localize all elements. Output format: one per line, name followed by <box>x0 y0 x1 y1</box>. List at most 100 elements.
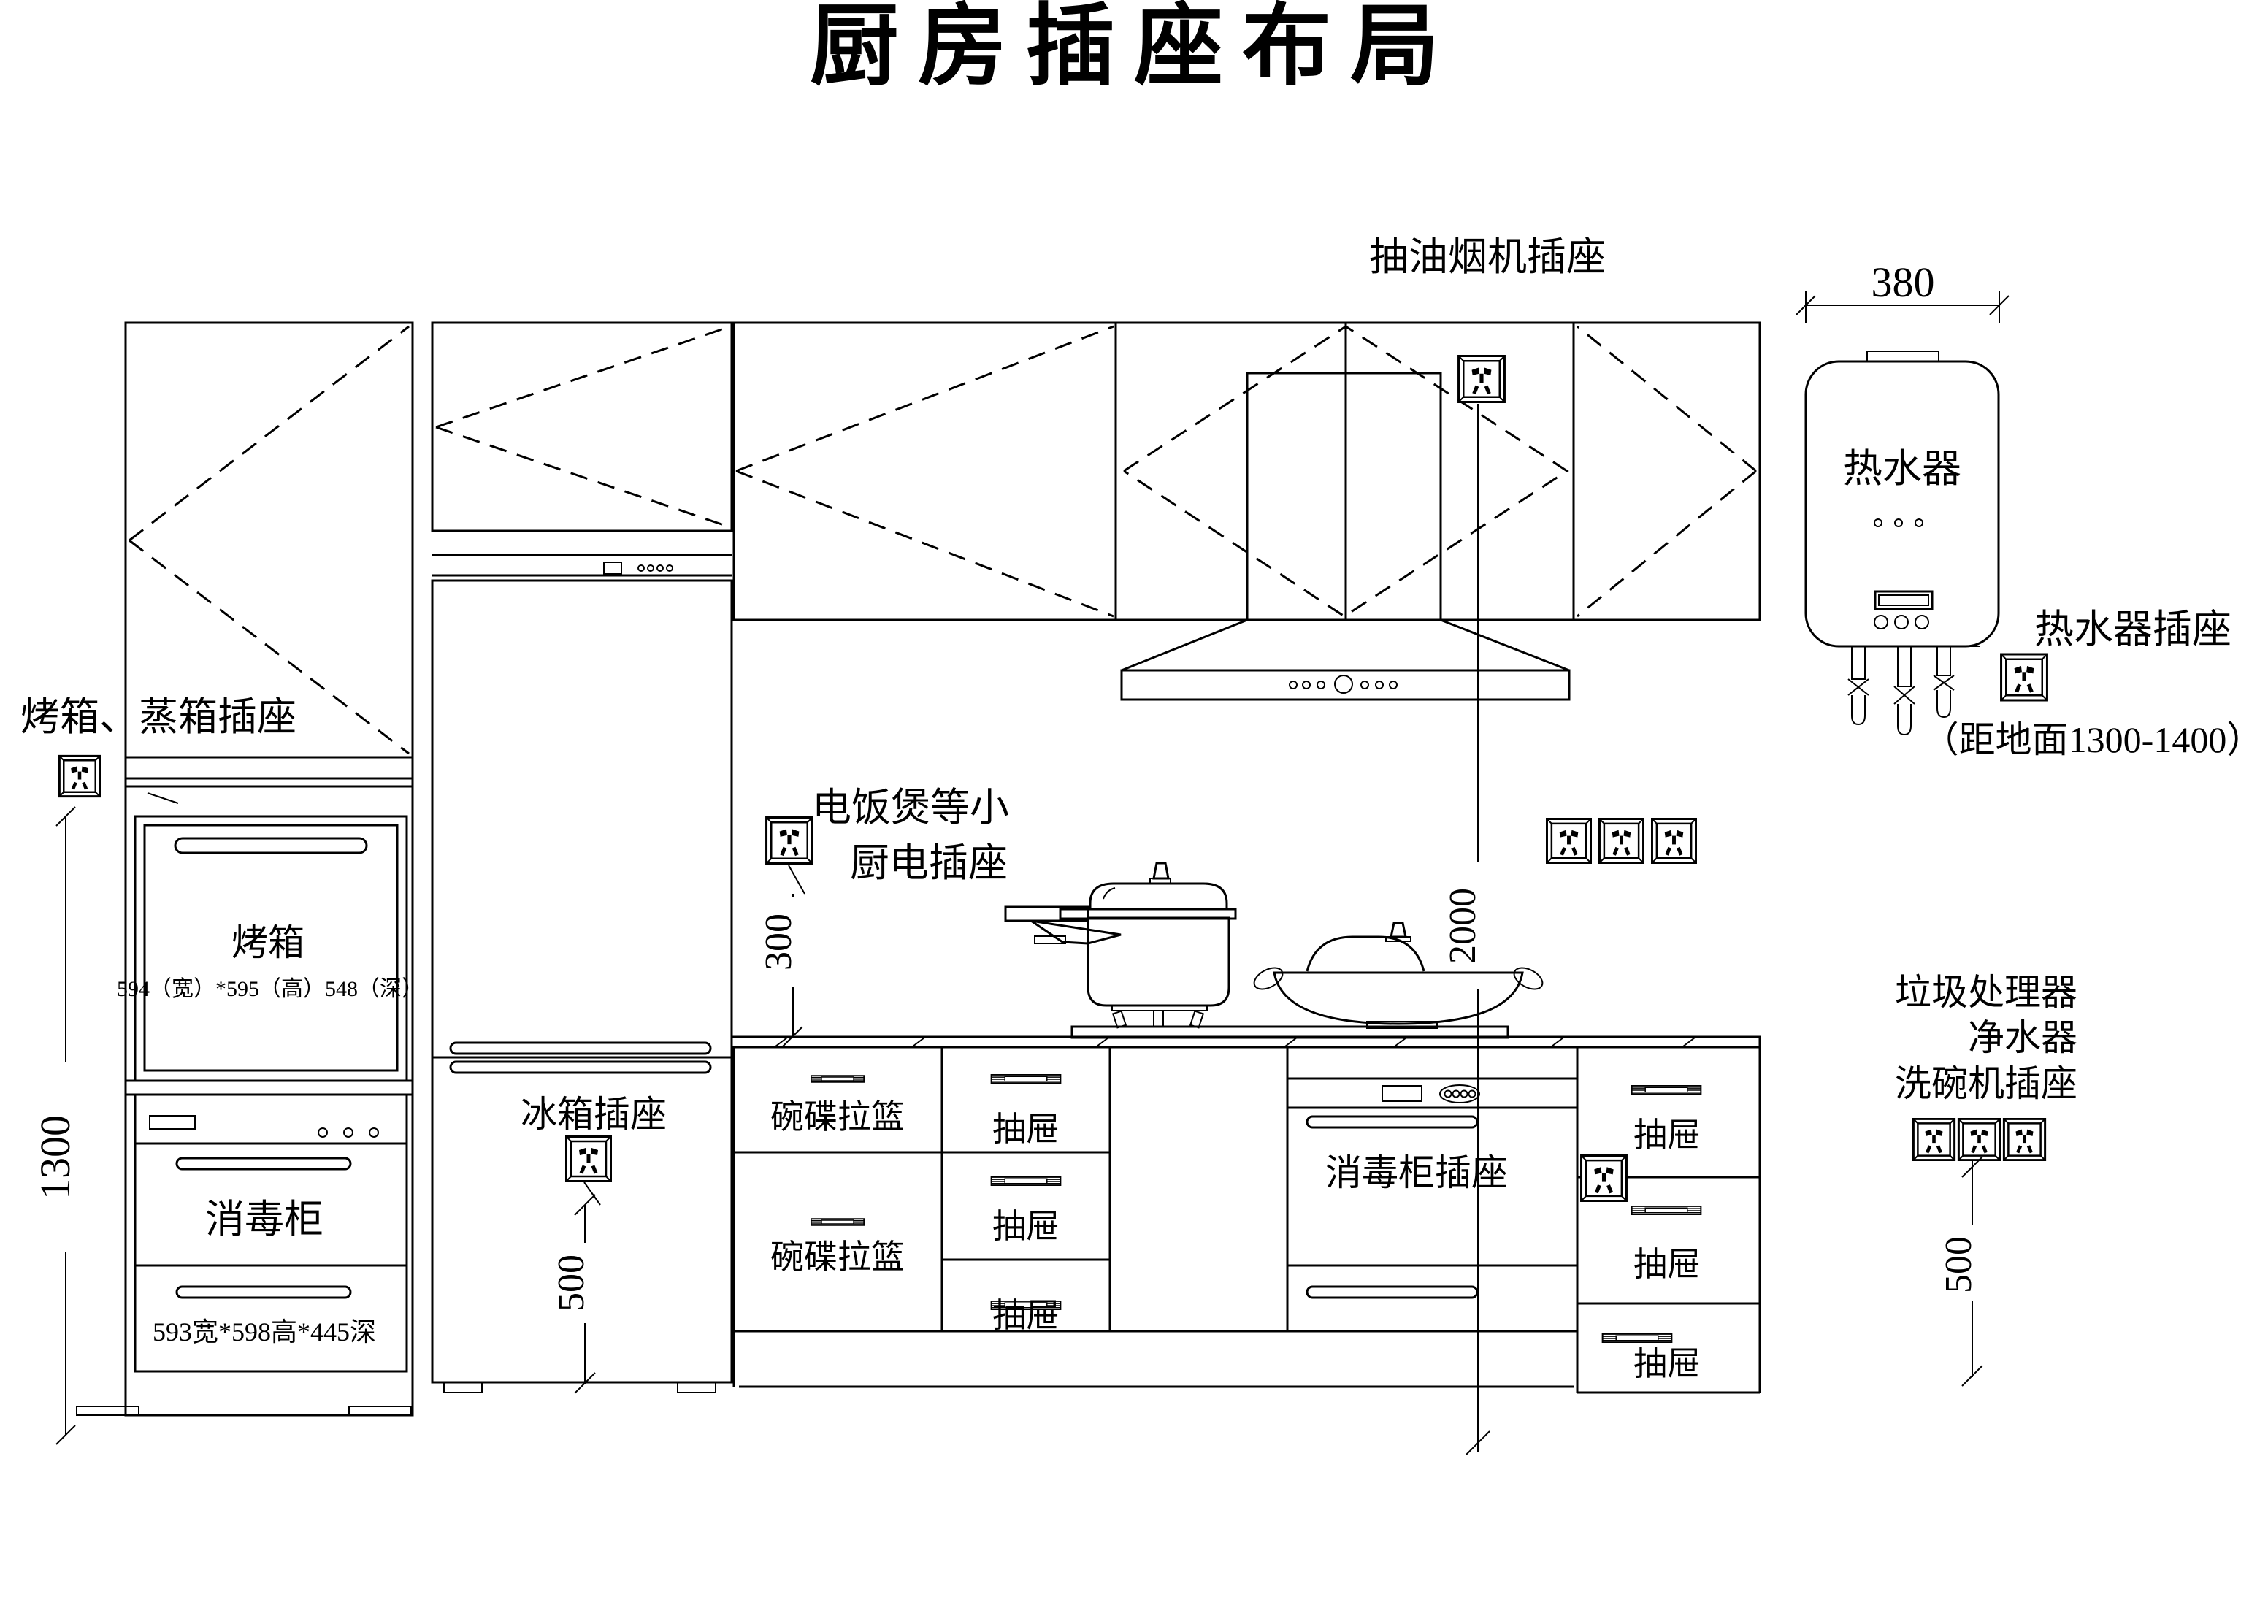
oven-tower <box>76 321 414 1417</box>
fridge-body <box>431 579 733 1384</box>
sterilizer-door-handle <box>175 1157 352 1171</box>
pot-leg-right <box>1189 1010 1205 1029</box>
heater-knob-1 <box>1874 615 1888 629</box>
door-swing-fridge-cabinet <box>435 325 731 529</box>
fridge-display <box>603 562 622 575</box>
label-small-appliance-1: 电饭煲等小 <box>812 786 1009 830</box>
hood-button-6 <box>1389 681 1398 689</box>
valve-right <box>1933 675 1955 691</box>
builtin-door-handle <box>1306 1115 1479 1129</box>
base-cabinets <box>732 1047 1761 1394</box>
oven-handle <box>174 837 368 854</box>
hood-button-5 <box>1375 681 1384 689</box>
builtin-sterilizer-display <box>1382 1085 1422 1102</box>
wok-knob <box>1390 922 1407 938</box>
hood-button-main <box>1334 675 1353 694</box>
valve-left <box>1847 678 1869 696</box>
dim-text-500-fridge: 500 <box>551 1255 592 1311</box>
cooktop-plate <box>1070 1025 1509 1039</box>
sterilizer-drawer-handle <box>175 1285 352 1299</box>
page-title: 厨房插座布局 <box>810 0 1458 96</box>
pot-lid-detail <box>1103 887 1116 900</box>
door-swing-right <box>1577 325 1757 618</box>
builtin-knob-2 <box>1452 1089 1460 1098</box>
dim-500-right-ticks <box>1961 1156 1983 1387</box>
label-sterilizer-socket: 消毒柜插座 <box>1325 1152 1508 1193</box>
water-heater-socket-icon <box>2000 653 2048 702</box>
heater-dot-2 <box>1894 518 1903 527</box>
wok-lid <box>1306 935 1425 972</box>
wall-cabinet-middle <box>732 321 1117 621</box>
pot-leg-left <box>1111 1010 1127 1029</box>
left-drawer-dividers <box>942 1151 1110 1261</box>
wok-burner <box>1366 1021 1438 1029</box>
builtin-knob-1 <box>1444 1089 1452 1098</box>
tower-outline <box>124 321 414 1417</box>
label-left-drawer-1: 抽屉 <box>992 1111 1060 1148</box>
heater-top-tab <box>1866 351 1939 362</box>
range-hood <box>1120 372 1571 701</box>
heater-display <box>1874 590 1934 610</box>
heater-dot-3 <box>1915 518 1923 527</box>
label-water-heater: 热水器 <box>1843 447 1961 491</box>
fridge <box>431 321 733 1393</box>
dim-text-1300: 1300 <box>31 1115 79 1200</box>
dim-380-line <box>1805 291 2000 323</box>
label-dishwasher-socket: 洗碗机插座 <box>1895 1063 2077 1104</box>
label-fridge-socket: 冰箱插座 <box>521 1094 667 1135</box>
label-sterilizer: 消毒柜 <box>205 1198 323 1241</box>
pot-knob <box>1152 862 1170 880</box>
heater-body <box>1804 360 2000 648</box>
hood-canopy-slants <box>1121 618 1570 672</box>
dim-380-ticks <box>1796 295 2010 315</box>
dim-500-fridge-ticks <box>574 1194 596 1394</box>
sterilizer-socket-icon <box>1580 1154 1628 1202</box>
sterilizer-knob-2 <box>343 1127 353 1138</box>
dim-text-300: 300 <box>758 914 800 970</box>
dim-500-fridge-line <box>583 1181 601 1384</box>
heater-knob-2 <box>1894 615 1909 629</box>
heater-display-inner <box>1878 594 1929 606</box>
pot-handle-bracket <box>1030 919 1122 945</box>
wok-handle-right <box>1513 967 1544 990</box>
label-basket-2: 碗碟拉篮 <box>770 1238 905 1276</box>
label-oven-dims: 594（宽）*595（高）548（深） <box>117 977 424 1001</box>
dim-300-tick <box>781 1026 803 1048</box>
right-drawer-1-handle <box>1631 1085 1702 1095</box>
fridge-lower-handle <box>449 1060 712 1074</box>
dimension-lines <box>55 404 1983 1455</box>
tower-shelf-lines <box>126 756 413 788</box>
small-appliance-socket-icon <box>765 816 813 865</box>
wall-socket-2-icon <box>1598 818 1644 864</box>
fridge-indicator-4 <box>666 564 673 572</box>
tower-band-lines <box>126 1079 413 1096</box>
left-drawer-1-handle <box>990 1074 1062 1084</box>
sterilizer-knob-3 <box>369 1127 379 1138</box>
valve-center <box>1893 686 1915 705</box>
label-hood-socket: 抽油烟机插座 <box>1369 235 1606 279</box>
builtin-knob-4 <box>1468 1089 1476 1098</box>
hood-body <box>1120 669 1571 701</box>
fridge-socket-icon <box>565 1135 612 1182</box>
fridge-top-cabinet <box>431 321 733 532</box>
wok-bowl <box>1273 971 1524 1025</box>
tower-foot-left <box>76 1406 139 1416</box>
fridge-top-band <box>432 554 732 582</box>
wall-socket-1-icon <box>1546 818 1592 864</box>
label-left-drawer-2: 抽屉 <box>992 1208 1060 1245</box>
heater-pipes <box>1847 646 1955 736</box>
label-right-drawer-3: 抽屉 <box>1633 1345 1701 1382</box>
builtin-knob-3 <box>1460 1089 1468 1098</box>
fridge-upper-handle <box>449 1041 712 1055</box>
pipe-center <box>1897 646 1912 736</box>
door-swing-hood <box>1123 325 1569 618</box>
dim-300-line <box>788 865 805 1037</box>
label-basket-1: 碗碟拉篮 <box>770 1098 905 1135</box>
hood-socket-icon <box>1457 354 1506 404</box>
fridge-indicator-3 <box>656 564 664 572</box>
sink-socket-3-icon <box>2002 1118 2047 1161</box>
tower-foot-right <box>348 1406 412 1416</box>
hood-button-2 <box>1302 681 1311 689</box>
